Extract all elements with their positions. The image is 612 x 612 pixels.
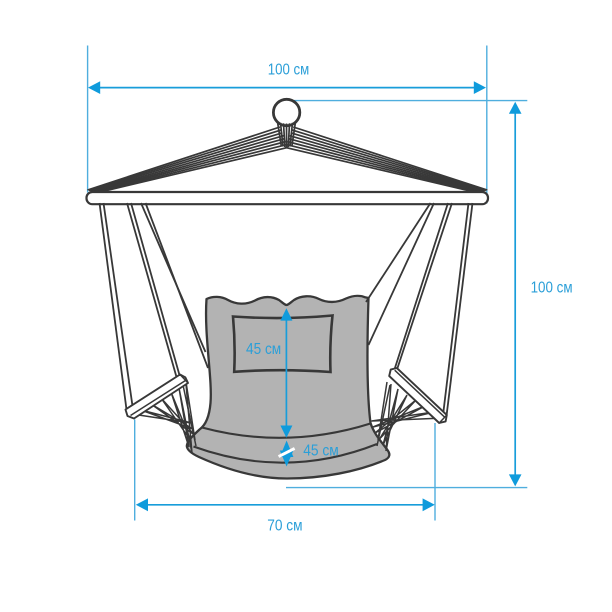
svg-text:45 см: 45 см [303, 443, 339, 460]
svg-text:100 см: 100 см [531, 280, 573, 297]
svg-text:100 см: 100 см [268, 62, 310, 79]
svg-text:45 см: 45 см [246, 341, 281, 358]
svg-text:70 см: 70 см [267, 518, 302, 535]
